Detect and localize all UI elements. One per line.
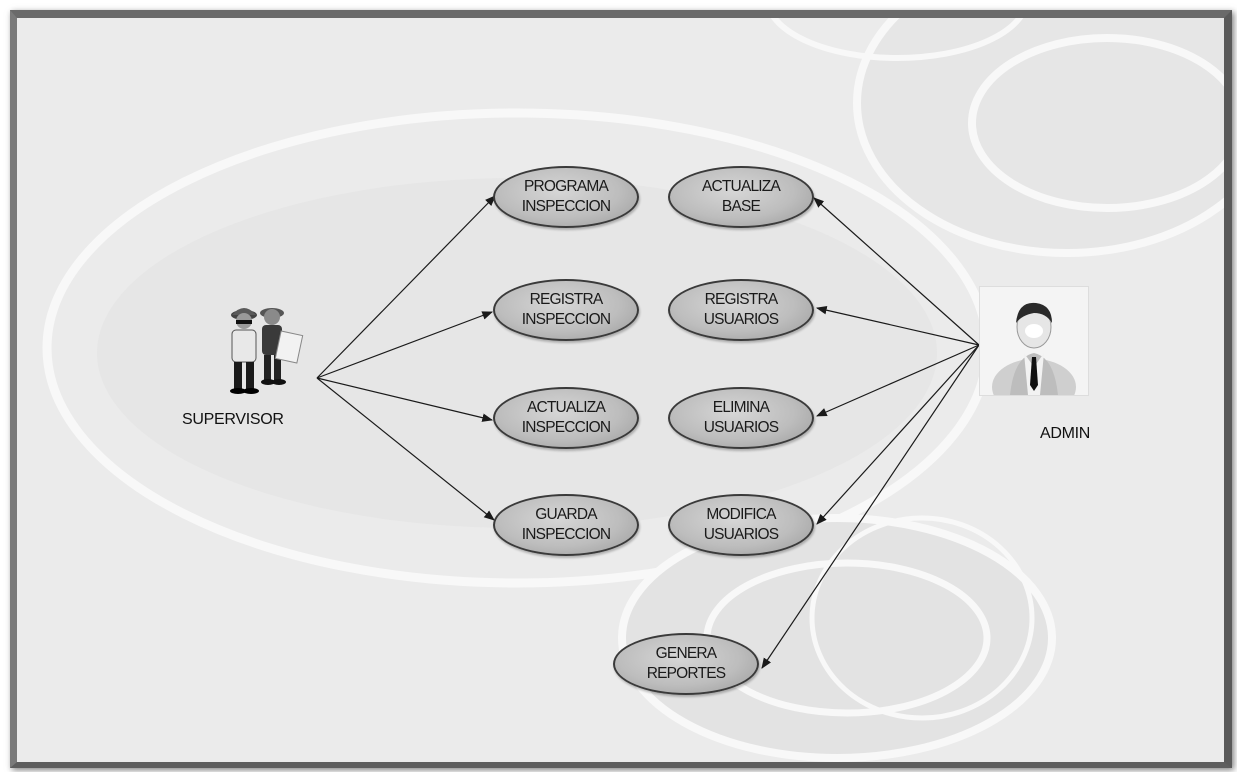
usecase-line1: REGISTRA: [705, 290, 778, 310]
admin-label: ADMIN: [1040, 425, 1090, 443]
usecase-actualiza-base[interactable]: ACTUALIZA BASE: [668, 166, 814, 228]
usecase-modifica-usuarios[interactable]: MODIFICA USUARIOS: [668, 494, 814, 556]
usecase-actualiza-inspeccion[interactable]: ACTUALIZA INSPECCION: [493, 387, 639, 449]
usecase-genera-reportes[interactable]: GENERA REPORTES: [613, 633, 759, 695]
supervisor-label: SUPERVISOR: [182, 411, 284, 429]
usecase-registra-inspeccion[interactable]: REGISTRA INSPECCION: [493, 279, 639, 341]
association-supervisor-programa: [317, 196, 495, 378]
usecase-line2: INSPECCION: [522, 310, 610, 330]
usecase-line1: GENERA: [656, 644, 717, 664]
usecase-line2: USUARIOS: [704, 418, 779, 438]
usecase-line1: REGISTRA: [530, 290, 603, 310]
usecase-line2: INSPECCION: [522, 197, 610, 217]
usecase-line2: REPORTES: [647, 664, 726, 684]
supervisor-workers-icon: [212, 293, 312, 398]
association-admin-modifica-usuarios: [817, 345, 979, 524]
diagram-frame: SUPERVISOR ADMIN PROGRAMA INSPECCION REG…: [10, 10, 1232, 768]
usecase-guarda-inspeccion[interactable]: GUARDA INSPECCION: [493, 494, 639, 556]
usecase-programa-inspeccion[interactable]: PROGRAMA INSPECCION: [493, 166, 639, 228]
usecase-line2: USUARIOS: [704, 525, 779, 545]
usecase-line1: PROGRAMA: [524, 177, 608, 197]
usecase-line1: ELIMINA: [713, 398, 769, 418]
association-supervisor-registra: [317, 312, 492, 378]
usecase-line1: GUARDA: [535, 505, 597, 525]
usecase-line2: INSPECCION: [522, 418, 610, 438]
admin-user-icon: [979, 286, 1089, 396]
association-admin-registra-usuarios: [817, 308, 979, 345]
usecase-line1: ACTUALIZA: [702, 177, 780, 197]
usecase-registra-usuarios[interactable]: REGISTRA USUARIOS: [668, 279, 814, 341]
association-admin-actualiza-base: [814, 198, 979, 345]
usecase-line1: ACTUALIZA: [527, 398, 605, 418]
usecase-line1: MODIFICA: [706, 505, 775, 525]
usecase-line2: USUARIOS: [704, 310, 779, 330]
usecase-line2: INSPECCION: [522, 525, 610, 545]
usecase-line2: BASE: [722, 197, 760, 217]
usecase-elimina-usuarios[interactable]: ELIMINA USUARIOS: [668, 387, 814, 449]
